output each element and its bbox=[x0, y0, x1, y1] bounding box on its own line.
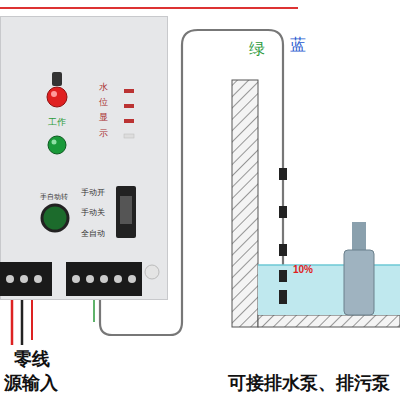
label: 可接排水泵、排污泵 bbox=[228, 374, 390, 394]
panel-label: 手动关 bbox=[81, 209, 105, 218]
level-sensor bbox=[279, 244, 287, 256]
pump-pipe bbox=[352, 222, 366, 252]
panel-label: 位 bbox=[99, 98, 108, 108]
red-wire bbox=[31, 298, 33, 340]
panel-label: 示 bbox=[99, 129, 108, 139]
level-sensor bbox=[279, 270, 287, 282]
panel-label: 手动开 bbox=[81, 189, 105, 198]
water bbox=[258, 265, 400, 315]
live-wire bbox=[0, 7, 298, 9]
label: 10% bbox=[293, 264, 313, 275]
panel-label: 显 bbox=[99, 113, 108, 123]
panel-label: 工作 bbox=[48, 118, 66, 128]
label: 零线 bbox=[14, 350, 50, 370]
pump bbox=[344, 250, 374, 315]
red-wire bbox=[11, 298, 14, 345]
tank-floor bbox=[258, 315, 400, 327]
panel-label: 全自动 bbox=[81, 230, 105, 239]
control-panel: 水位显示 工作手自动转 手动开手动关全自动 bbox=[0, 16, 168, 300]
panel-label: 手自动转 bbox=[40, 193, 68, 201]
tank-wall bbox=[232, 80, 258, 327]
label: 绿 bbox=[249, 40, 265, 58]
level-sensor bbox=[279, 168, 287, 180]
label: 源输入 bbox=[4, 374, 58, 394]
green-wire bbox=[93, 298, 95, 322]
label: 蓝 bbox=[290, 36, 306, 54]
level-sensor bbox=[279, 290, 287, 304]
black-wire bbox=[21, 298, 24, 345]
level-sensor bbox=[279, 206, 287, 218]
water-surface bbox=[258, 264, 400, 266]
panel-label: 水 bbox=[99, 83, 108, 93]
